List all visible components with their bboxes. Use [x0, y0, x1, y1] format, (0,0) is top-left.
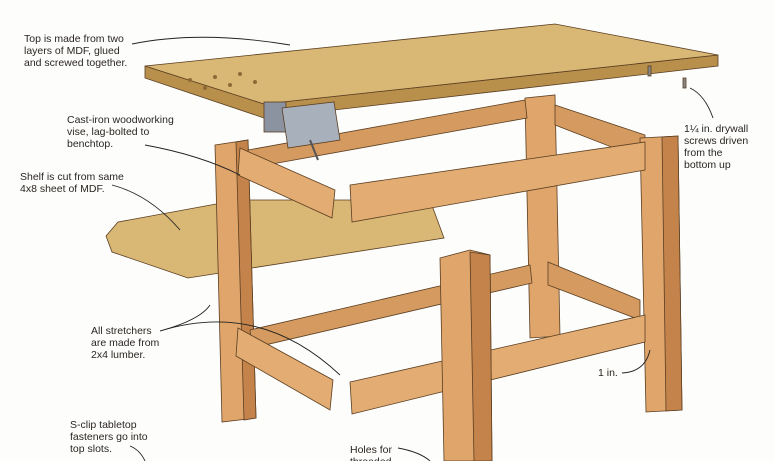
callout-line: 4x8 sheet of MDF. [20, 183, 105, 195]
callout-line: Holes for [350, 444, 393, 456]
leg-back-right [524, 94, 561, 339]
callout-screws: 1¼ in. drywall screws driven from the bo… [684, 123, 748, 171]
callout-line: screws driven [684, 135, 749, 147]
callout-line: and screwed together. [24, 57, 128, 69]
benchtop [144, 23, 719, 105]
stretcher-lower-right [547, 261, 641, 321]
stretcher-upper-left [237, 147, 336, 219]
callout-line: 2x4 lumber. [91, 349, 146, 361]
callout-line: Cast-iron woodworking [67, 114, 174, 126]
stretcher-lower-left [235, 327, 334, 411]
callout-line: threaded [350, 456, 392, 461]
dog-holes [188, 72, 257, 90]
screw-icon [647, 65, 687, 89]
callout-line: top slots. [70, 443, 113, 455]
callout-line: All stretchers [91, 325, 152, 337]
callout-line: vise, lag-bolted to [67, 126, 150, 138]
callout-line: benchtop. [67, 138, 114, 150]
callout-line: Top is made from two [24, 33, 124, 45]
leader-lines [111, 36, 714, 461]
callout-shelf: Shelf is cut from same 4x8 sheet of MDF. [20, 171, 124, 195]
callout-line: fasteners go into [70, 431, 148, 443]
callout-line: 1 in. [598, 367, 618, 379]
callout-stretchers: All stretchers are made from 2x4 lumber. [91, 325, 159, 361]
vise [263, 101, 341, 161]
callout-line: 1¼ in. drywall [684, 123, 749, 135]
callout-sclip: S-clip tabletop fasteners go into top sl… [70, 419, 148, 455]
stretcher-lower-front [349, 314, 646, 415]
callout-line: are made from [91, 337, 160, 349]
callout-one-inch: 1 in. [598, 367, 618, 379]
callout-line: bottom up [684, 159, 731, 171]
callout-top: Top is made from two layers of MDF, glue… [24, 33, 127, 69]
callout-holes: Holes for threaded [350, 444, 392, 461]
callout-line: Shelf is cut from same [20, 171, 124, 183]
callout-line: from the [684, 147, 723, 159]
callout-line: S-clip tabletop [70, 419, 137, 431]
callout-vise: Cast-iron woodworking vise, lag-bolted t… [67, 114, 174, 150]
callout-line: layers of MDF, glued [24, 45, 120, 57]
stretcher-upper-front [349, 141, 646, 223]
